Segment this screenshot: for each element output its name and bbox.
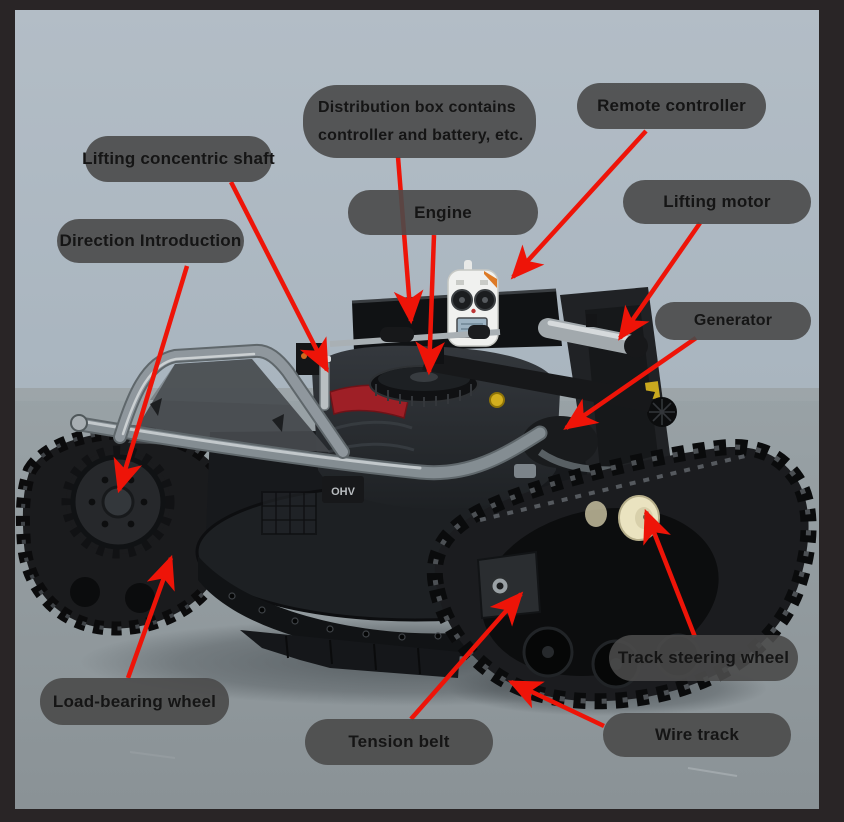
arrow-engine	[415, 234, 445, 376]
label-text: Track steering wheel	[617, 648, 790, 667]
label-generator: Generator	[655, 302, 811, 340]
left-track	[15, 424, 236, 636]
arrow-distribution-box	[393, 156, 424, 325]
arrow-direction-introduction	[113, 265, 190, 494]
label-direction-introduction: Direction Introduction	[57, 219, 244, 263]
label-text-line1: Distribution box contains	[318, 98, 516, 116]
arrow-remote-controller	[510, 129, 648, 280]
deck-skirt	[240, 630, 460, 678]
label-text: Generator	[693, 312, 773, 329]
label-text: Remote controller	[597, 96, 746, 115]
arrow-tension-belt	[409, 591, 524, 721]
label-text: Lifting motor	[663, 192, 771, 211]
label-text: Load-bearing wheel	[52, 691, 217, 711]
arrow-lifting-motor	[618, 221, 702, 341]
label-text: Lifting concentric shaft	[82, 149, 275, 168]
label-text: Direction Introduction	[59, 231, 242, 250]
label-tension-belt: Tension belt	[305, 719, 493, 765]
label-text: Wire track	[654, 725, 740, 744]
arrow-wire-track	[507, 679, 605, 729]
label-track-steering-wheel: Track steering wheel	[609, 635, 798, 681]
engine-marking-text: OHV	[331, 486, 356, 498]
arrow-load-bearing-wheel	[125, 554, 175, 679]
label-lifting-motor: Lifting motor	[623, 180, 811, 224]
annotation-arrows	[113, 129, 702, 729]
arrow-track-steering-wheel	[643, 508, 698, 638]
label-lifting-concentric-shaft: Lifting concentric shaft	[82, 136, 275, 182]
label-wire-track: Wire track	[603, 713, 791, 757]
deck-basket	[261, 491, 317, 535]
arrow-generator	[563, 336, 698, 430]
label-text: Tension belt	[348, 732, 450, 751]
generator-vent-icon	[647, 397, 677, 427]
label-distribution-box: Distribution box contains controller and…	[303, 85, 536, 158]
lifting-motor-cylinder	[538, 318, 638, 354]
bull-bar	[70, 343, 548, 481]
label-remote-controller: Remote controller	[577, 83, 766, 129]
left-road-wheel	[125, 583, 155, 613]
label-text: Engine	[414, 202, 472, 222]
label-engine: Engine	[348, 190, 538, 235]
label-load-bearing-wheel: Load-bearing wheel	[40, 678, 229, 725]
label-text-line2: controller and battery, etc.	[318, 126, 524, 144]
fuel-fitting	[489, 392, 505, 408]
left-road-wheel	[70, 577, 100, 607]
bumper-end-cap	[70, 414, 88, 432]
arrow-lifting-concentric-shaft	[228, 180, 330, 374]
